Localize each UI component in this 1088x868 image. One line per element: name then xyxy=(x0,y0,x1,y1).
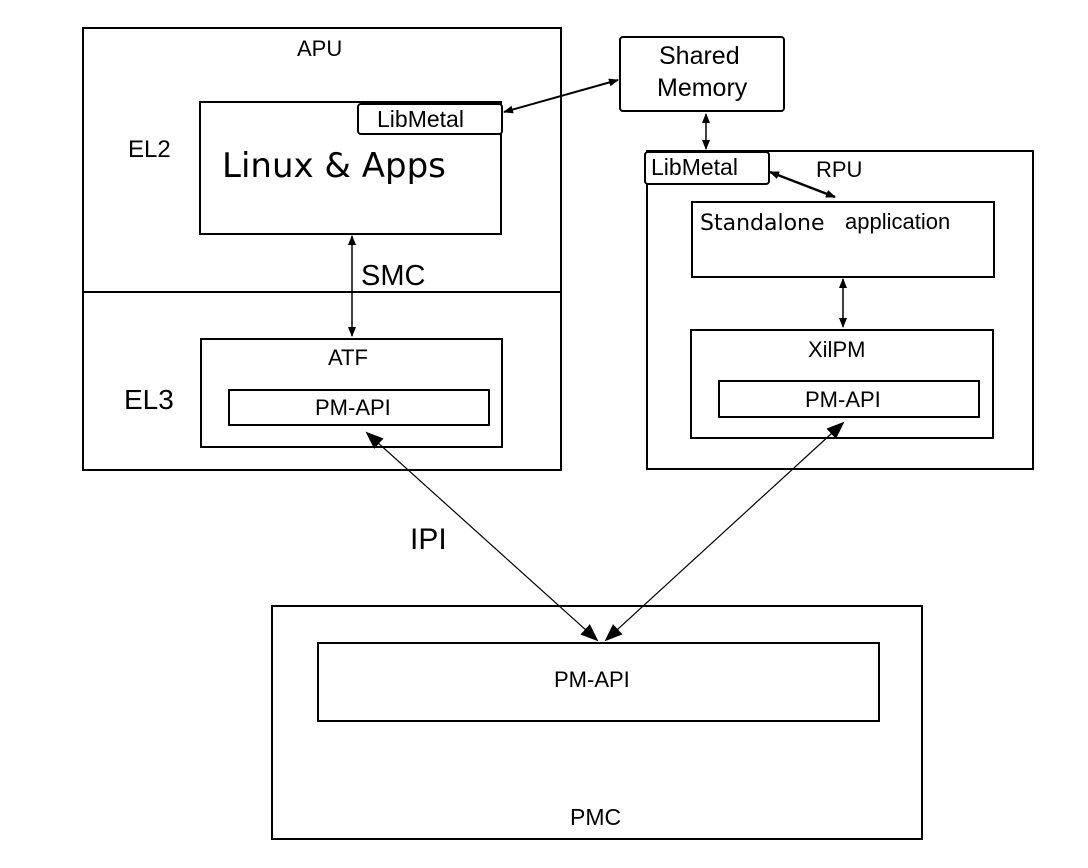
xilpm-pm-api-label: PM-API xyxy=(805,387,881,412)
atf-box xyxy=(200,338,503,448)
libmetal-apu-label: LibMetal xyxy=(377,106,464,132)
smc-label: SMC xyxy=(361,260,426,292)
ipi-label: IPI xyxy=(410,523,447,556)
pmc-pm-api-box xyxy=(317,642,880,722)
el3-label: EL3 xyxy=(124,384,174,415)
shared-memory-line1: Shared xyxy=(659,42,740,70)
xilpm-label: XilPM xyxy=(808,337,866,362)
atf-pm-api-label: PM-API xyxy=(315,395,391,420)
libmetal-rpu-box xyxy=(644,151,770,185)
libmetal-rpu-label: LibMetal xyxy=(651,154,738,180)
apu-block xyxy=(82,27,562,471)
apu-label: APU xyxy=(297,36,343,61)
atf-label: ATF xyxy=(328,345,368,370)
libmetal-apu-box xyxy=(357,103,503,135)
xilpm-pm-api-box xyxy=(718,380,980,418)
standalone-app-box xyxy=(691,201,995,278)
shared-memory-box xyxy=(619,36,785,112)
linux-apps-box xyxy=(199,101,502,235)
el3-divider xyxy=(82,291,562,293)
pmc-label: PMC xyxy=(570,804,622,830)
linux-apps-label: Linux & Apps xyxy=(222,146,446,186)
pmc-pm-api-label: PM-API xyxy=(554,667,630,692)
el2-label: EL2 xyxy=(128,136,171,163)
shared-memory-line2: Memory xyxy=(657,74,748,102)
rpu-label: RPU xyxy=(816,157,863,182)
standalone-word1: Standalone xyxy=(700,211,825,236)
standalone-word2: application xyxy=(845,209,951,234)
atf-pm-api-box xyxy=(228,389,490,426)
